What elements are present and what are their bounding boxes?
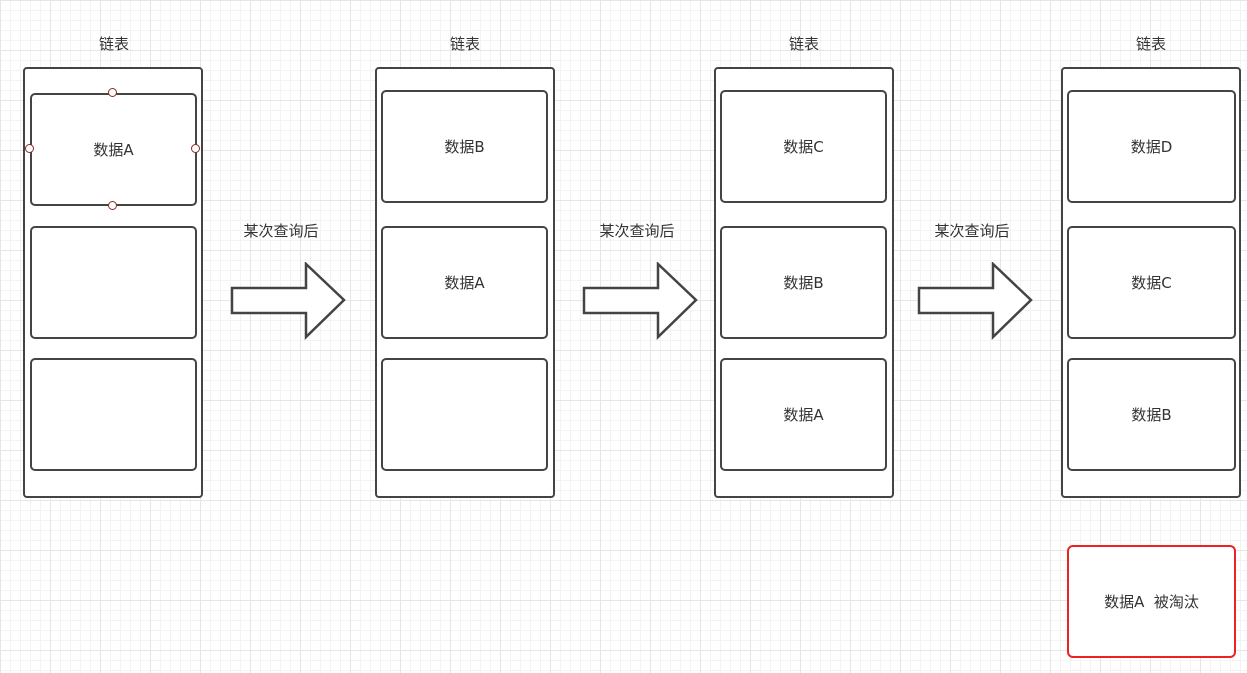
arrow-2-right-icon[interactable] [582, 262, 700, 340]
arrow-2-label: 某次查询后 [599, 222, 675, 240]
list-3-node-3[interactable]: 数据A [720, 358, 887, 471]
list-3-title: 链表 [788, 35, 819, 53]
list-2-node-3[interactable] [381, 358, 548, 471]
arrow-3-label: 某次查询后 [934, 222, 1010, 240]
selection-handle-left[interactable] [25, 144, 34, 153]
list-3-node-1[interactable]: 数据C [720, 90, 887, 203]
list-4-title: 链表 [1135, 35, 1166, 53]
list-1-node-3[interactable] [30, 358, 197, 471]
list-4-node-2[interactable]: 数据C [1067, 226, 1236, 339]
evicted-node[interactable]: 数据A 被淘汰 [1067, 545, 1236, 658]
list-2-title: 链表 [449, 35, 480, 53]
arrow-1-right-icon[interactable] [230, 262, 348, 340]
selection-handle-right[interactable] [191, 144, 200, 153]
list-1-title: 链表 [98, 35, 129, 53]
list-4-node-3[interactable]: 数据B [1067, 358, 1236, 471]
arrow-1-label: 某次查询后 [243, 222, 319, 240]
selection-handle-bottom[interactable] [108, 201, 117, 210]
list-4-node-1[interactable]: 数据D [1067, 90, 1236, 203]
arrow-3-right-icon[interactable] [917, 262, 1035, 340]
list-1-node-1[interactable]: 数据A [30, 93, 197, 206]
list-3-node-2[interactable]: 数据B [720, 226, 887, 339]
list-2-node-1[interactable]: 数据B [381, 90, 548, 203]
list-1-node-2[interactable] [30, 226, 197, 339]
selection-handle-top[interactable] [108, 88, 117, 97]
list-2-node-2[interactable]: 数据A [381, 226, 548, 339]
